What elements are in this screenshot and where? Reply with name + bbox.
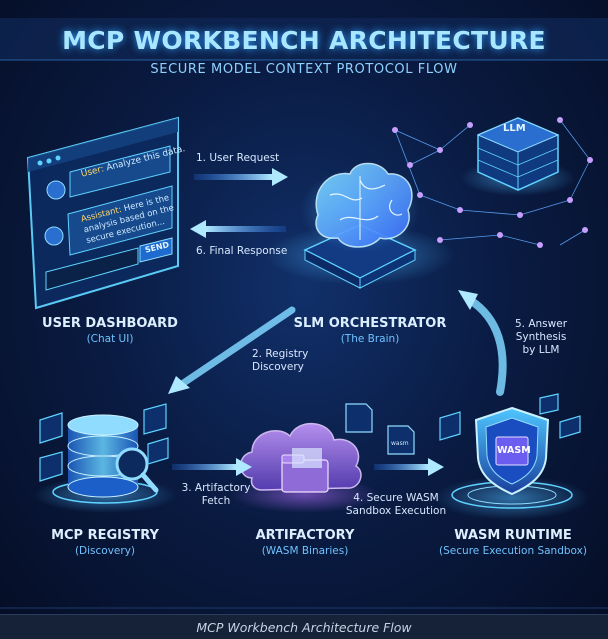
runtime-side-icons (439, 393, 581, 441)
arrow-artifactory-fetch (172, 458, 252, 476)
step-2-label: 2. Registry Discovery (252, 348, 308, 374)
step-3-label: 3. Artifactory Fetch (172, 482, 260, 508)
assistant-avatar (44, 226, 64, 246)
chat-input[interactable] (45, 247, 139, 291)
artifactory-title: ARTIFACTORY (255, 528, 355, 543)
footer-bar: MCP Workbench Architecture Flow (0, 614, 608, 639)
user-dashboard-title: USER DASHBOARD (42, 316, 178, 331)
step-5-label: 5. Answer Synthesis by LLM (510, 318, 572, 357)
artifactory-subtitle: (WASM Binaries) (261, 545, 349, 557)
mcp-registry-title: MCP REGISTRY (51, 528, 159, 543)
wasm-shield-label: WASM (497, 445, 531, 456)
user-dashboard-window (26, 116, 179, 310)
wasm-file-label: wasm (391, 440, 409, 447)
step-3-line-2: Fetch (201, 495, 231, 507)
wasm-runtime-icon (434, 406, 590, 520)
send-button[interactable] (139, 237, 173, 263)
slm-orchestrator-subtitle: (The Brain) (340, 333, 400, 345)
arrow-answer-synthesis (458, 290, 507, 396)
page-title: MCP WORKBENCH ARCHITECTURE (62, 26, 546, 55)
page-subtitle: SECURE MODEL CONTEXT PROTOCOL FLOW (150, 62, 458, 77)
magnifier-icon (115, 447, 159, 493)
arrow-secure-execution (374, 458, 444, 476)
wasm-runtime-title: WASM RUNTIME (454, 528, 572, 543)
step-4-label: 4. Secure WASM Sandbox Execution (340, 492, 452, 518)
registry-side-icons (39, 403, 169, 482)
artifactory-cloud-icon (230, 422, 380, 513)
step-5-line-2: Synthesis (515, 331, 567, 343)
footer-caption: MCP Workbench Architecture Flow (196, 620, 412, 635)
network-nodes (392, 117, 593, 248)
arrow-registry-discovery (168, 306, 296, 394)
step-4-line-1: 4. Secure WASM (353, 492, 439, 504)
title-banner (0, 18, 608, 60)
step-2-line-1: 2. Registry (252, 348, 309, 360)
brain-icon (300, 162, 420, 252)
step-2-line-2: Discovery (252, 361, 304, 373)
step-5-line-3: by LLM (522, 344, 560, 356)
step-3-line-1: 3. Artifactory (181, 482, 251, 494)
slm-orchestrator-title: SLM ORCHESTRATOR (293, 316, 447, 331)
step-1-label: 1. User Request (196, 152, 280, 164)
llm-label: LLM (503, 123, 526, 134)
arrow-user-request (194, 168, 288, 186)
wasm-runtime-subtitle: (Secure Execution Sandbox) (439, 545, 587, 557)
step-6-label: 6. Final Response (196, 245, 288, 257)
llm-network (394, 119, 591, 246)
step-4-line-2: Sandbox Execution (345, 505, 447, 517)
user-dashboard-subtitle: (Chat UI) (86, 333, 134, 345)
arrow-final-response (190, 220, 286, 238)
llm-server (460, 117, 576, 196)
step-5-line-1: 5. Answer (514, 318, 568, 330)
mcp-registry-subtitle: (Discovery) (74, 545, 136, 557)
user-avatar (46, 180, 66, 200)
wasm-file-icons (345, 403, 415, 455)
